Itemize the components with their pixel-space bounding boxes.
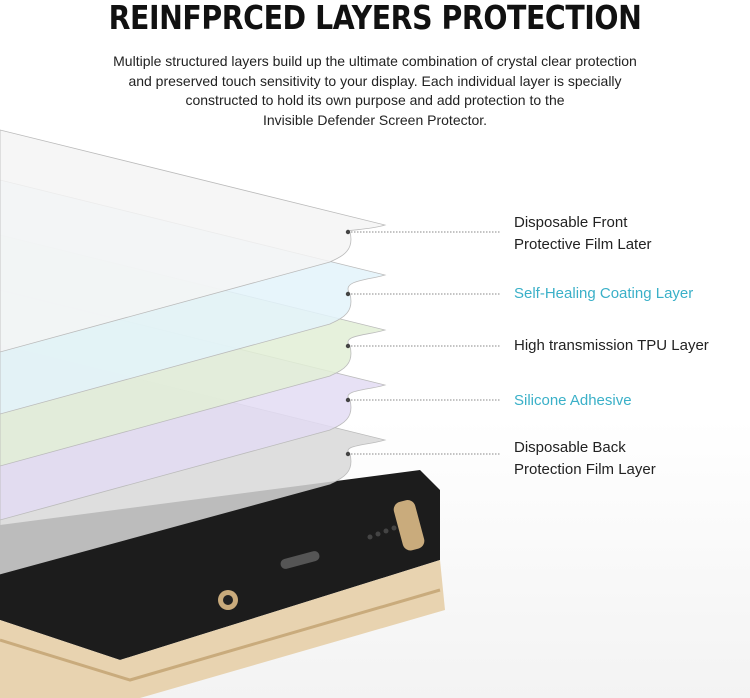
leader-dot <box>345 397 351 403</box>
layer-label: Self-Healing Coating Layer <box>514 283 693 305</box>
layer-label-line: Disposable Front <box>514 214 628 231</box>
description-line: Invisible Defender Screen Protector. <box>262 111 488 128</box>
description-line: constructed to hold its own purpose and … <box>185 92 565 108</box>
description-line: and preserved touch sensitivity to your … <box>128 72 622 89</box>
page-title: REINFPRCED LAYERS PROTECTION <box>108 0 642 37</box>
layer-label-line: Protection Film Layer <box>514 461 656 478</box>
description-line: Multiple structured layers build up the … <box>113 53 637 69</box>
layer-label-line: High transmission TPU Layer <box>514 337 709 354</box>
leader-dot <box>345 291 351 297</box>
layer-label-line: Self-Healing Coating Layer <box>514 285 694 302</box>
leader-dot <box>345 451 351 457</box>
leader-dot <box>345 229 351 235</box>
layer-label-line: Disposable Back <box>514 439 626 456</box>
layer-label: Silicone Adhesive <box>514 390 632 412</box>
layer-label: High transmission TPU Layer <box>514 335 709 357</box>
layer-label-line: Silicone Adhesive <box>514 392 632 409</box>
description: Multiple structured layers build up the … <box>75 52 675 130</box>
leader-dot <box>345 343 351 349</box>
layer-label-line: Protective Film Later <box>514 236 652 253</box>
